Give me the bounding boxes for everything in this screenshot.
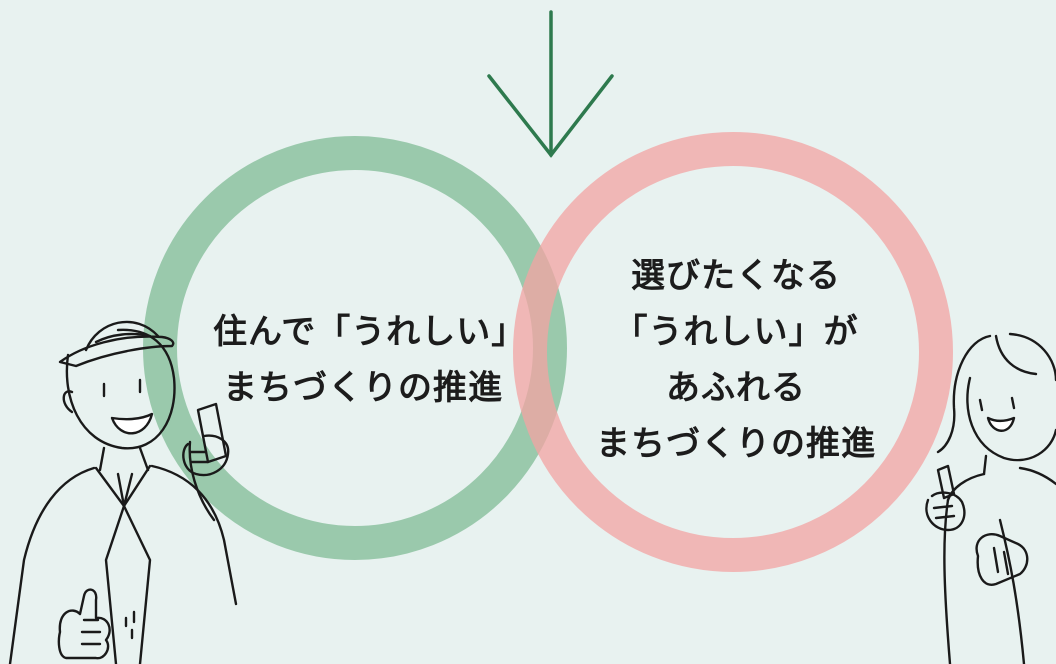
down-arrow-icon bbox=[487, 10, 614, 158]
left-circle-label: 住んで「うれしい」 まちづくりの推進 bbox=[213, 304, 527, 416]
right-circle-label: 選びたくなる 「うれしい」が あふれる まちづくりの推進 bbox=[576, 248, 896, 472]
right-label-line: あふれる bbox=[666, 368, 806, 408]
left-circle bbox=[143, 136, 567, 560]
left-label-line: 住んで「うれしい」 bbox=[213, 312, 527, 352]
right-label-line: 「うれしい」が bbox=[613, 312, 859, 352]
man-figure bbox=[8, 320, 238, 664]
woman-figure bbox=[925, 332, 1056, 664]
right-circle bbox=[513, 132, 953, 572]
right-label-line: まちづくりの推進 bbox=[596, 424, 876, 464]
left-label-line: まちづくりの推進 bbox=[223, 368, 503, 408]
right-label-line: 選びたくなる bbox=[631, 256, 841, 296]
